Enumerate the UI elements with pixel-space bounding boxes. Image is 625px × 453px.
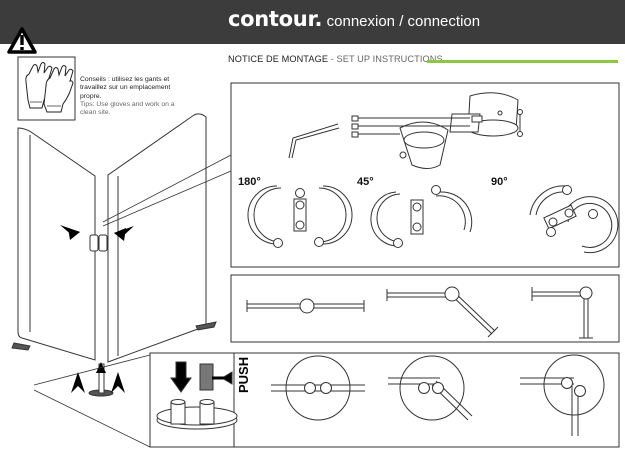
gloves-icon [17, 56, 76, 121]
connector-90 [529, 185, 619, 254]
connector-180 [247, 185, 353, 248]
exploded-connector [351, 92, 523, 169]
warning-icon [7, 27, 37, 54]
tips-block: Conseils : utilisez les gants et travail… [80, 76, 176, 117]
detail-box-middle [230, 274, 620, 343]
angle-label-180: 180° [238, 176, 261, 188]
push-rod-diagrams [271, 354, 605, 436]
section-title-fr: NOTICE DE MONTAGE [228, 54, 329, 64]
push-detail [156, 361, 238, 430]
brand-title: contour. connexion / connection [228, 7, 480, 31]
brand-subtitle: connexion / connection [326, 13, 481, 30]
section-title-en: SET UP INSTRUCTIONS [336, 54, 443, 64]
tips-en: Tips: Use gloves and work on a clean sit… [80, 100, 175, 117]
arrow-icons [60, 225, 134, 393]
section-title-separator: - [328, 54, 337, 64]
panel-drawing [11, 113, 217, 397]
angle-label-45: 45° [357, 176, 374, 188]
detail-box-bottom [149, 352, 620, 448]
section-title: NOTICE DE MONTAGE - SET UP INSTRUCTIONS [228, 54, 443, 64]
rod-diagrams [246, 286, 593, 339]
header-bar: contour. connexion / connection [0, 0, 625, 44]
tips-fr: Conseils : utilisez les gants et travail… [80, 76, 171, 100]
angle-label-90: 90° [491, 176, 508, 188]
accent-rule [427, 60, 618, 63]
detail-box-top [230, 82, 620, 268]
connector-45 [370, 185, 473, 248]
push-label: PUSH [236, 357, 251, 393]
brand-logo-text: contour. [228, 7, 323, 31]
allen-key-icon [288, 123, 340, 159]
